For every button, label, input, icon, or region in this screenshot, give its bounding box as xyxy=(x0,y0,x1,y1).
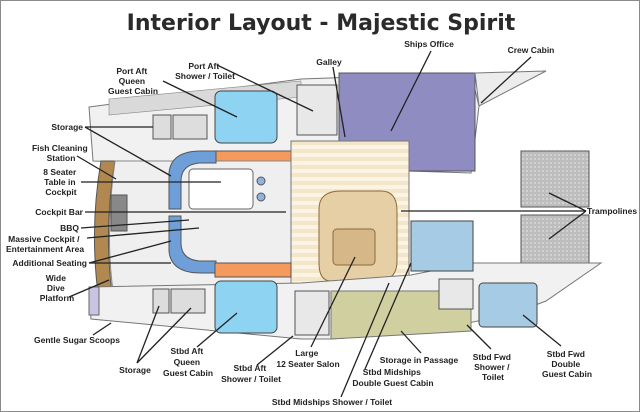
cockpit-seating xyxy=(168,150,217,210)
label-additional-seating: Additional Seating xyxy=(12,258,87,268)
port-storage-1 xyxy=(152,114,172,140)
label-crew-cabin: Crew Cabin xyxy=(508,45,555,55)
label-stbd-aft-cabin: Stbd Aft Queen Guest Cabin xyxy=(163,346,213,378)
label-sugar-scoops: Gentle Sugar Scoops xyxy=(34,335,120,345)
labels: Port Aft Queen Guest Cabin Port Aft Show… xyxy=(6,39,637,407)
port-storage-2 xyxy=(172,114,208,140)
label-storage-passage: Storage in Passage xyxy=(380,355,459,365)
label-port-aft-cabin: Port Aft Queen Guest Cabin xyxy=(108,66,158,96)
label-stbd-mid-cabin: Stbd Midships Double Guest Cabin xyxy=(352,367,433,388)
label-salon: Large 12 Seater Salon xyxy=(276,348,339,369)
label-stbd-fwd-shower: Stbd Fwd Shower / Toilet xyxy=(473,352,514,382)
label-stbd-fwd-cabin: Stbd Fwd Double Guest Cabin xyxy=(542,349,592,379)
stool xyxy=(256,176,266,186)
bbq-unit xyxy=(110,194,128,232)
label-massive-cockpit: Massive Cockpit / Entertainment Area xyxy=(6,234,84,254)
salon-table xyxy=(332,228,376,266)
stbd-fwd-shower xyxy=(438,278,474,310)
label-storage-stbd: Storage xyxy=(119,365,151,375)
label-bbq: BBQ xyxy=(60,223,79,233)
stbd-mid-cabin xyxy=(410,220,474,272)
trampoline-1 xyxy=(520,150,590,208)
stbd-storage-1 xyxy=(152,288,170,314)
label-cockpit-table: 8 Seater Table in Cockpit xyxy=(43,167,78,197)
stbd-berth-orange xyxy=(214,262,292,278)
label-galley: Galley xyxy=(316,57,342,67)
cockpit-table xyxy=(188,168,254,210)
port-aft-shower xyxy=(296,84,338,136)
label-ships-office: Ships Office xyxy=(404,39,454,49)
stbd-aft-cabin-berth xyxy=(214,280,278,334)
stbd-storage-2 xyxy=(170,288,206,314)
label-storage-port: Storage xyxy=(51,122,83,132)
stern-scoop xyxy=(88,286,100,316)
label-dive-platform: Wide Dive Platform xyxy=(40,273,75,303)
stbd-fwd-cabin xyxy=(478,282,538,328)
stbd-aft-shower xyxy=(294,290,330,336)
port-bow xyxy=(474,70,547,107)
label-trampolines: Trampolines xyxy=(587,206,637,216)
label-port-aft-shower: Port Aft Shower / Toilet xyxy=(175,61,235,81)
diagram-title: Interior Layout - Majestic Spirit xyxy=(127,11,516,36)
label-cockpit-bar: Cockpit Bar xyxy=(35,207,83,217)
label-stbd-aft-shower: Stbd Aft Shower / Toilet xyxy=(221,363,281,384)
passage xyxy=(330,290,472,340)
stool xyxy=(256,192,266,202)
label-stbd-mid-shower: Stbd Midships Shower / Toilet xyxy=(272,397,392,407)
label-fish-cleaning: Fish Cleaning Station xyxy=(32,143,90,163)
port-aft-cabin-berth xyxy=(214,90,278,144)
leader-lines xyxy=(68,50,587,398)
